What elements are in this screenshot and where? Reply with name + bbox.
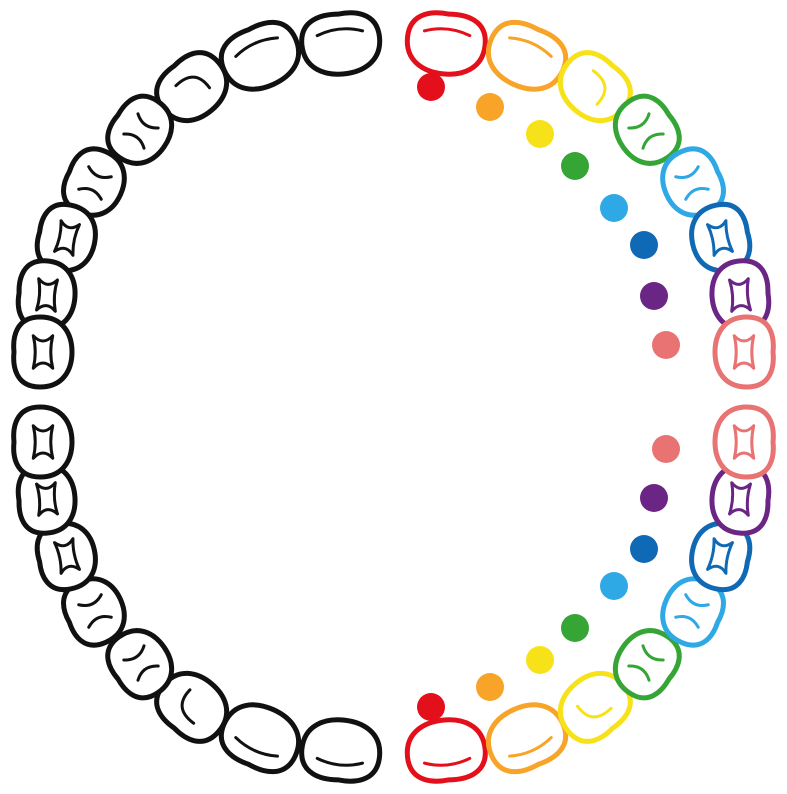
tooth-lower-left-1 (299, 716, 383, 784)
tooth-upper-left-8 (14, 317, 72, 387)
tooth-outline (14, 317, 72, 387)
tooth-outline (404, 10, 488, 78)
color-dot-lower-2 (476, 673, 504, 701)
tooth-outline (14, 407, 72, 477)
color-dot-lower-3 (526, 646, 554, 674)
tooth-lower-right-1 (404, 716, 488, 784)
color-dot-lower-8 (652, 435, 680, 463)
color-dot-lower-7 (640, 484, 668, 512)
color-dot-upper-5 (600, 194, 628, 222)
tooth-lower-right-8 (715, 407, 773, 477)
color-dot-upper-7 (640, 282, 668, 310)
tooth-outline (299, 716, 383, 784)
color-dot-lower-4 (561, 614, 589, 642)
color-dot-upper-2 (476, 93, 504, 121)
tooth-upper-right-8 (715, 317, 773, 387)
color-dot-lower-5 (600, 572, 628, 600)
tooth-upper-right-1 (404, 10, 488, 78)
color-dot-upper-8 (652, 331, 680, 359)
tooth-outline (715, 317, 773, 387)
color-dot-upper-1 (417, 73, 445, 101)
tooth-lower-left-8 (14, 407, 72, 477)
tooth-outline (299, 10, 383, 78)
color-dot-upper-6 (630, 231, 658, 259)
color-dots-group (417, 73, 680, 721)
tooth-outline (715, 407, 773, 477)
color-dot-lower-6 (630, 535, 658, 563)
color-dot-lower-1 (417, 693, 445, 721)
color-dot-upper-4 (561, 152, 589, 180)
tooth-outline (404, 716, 488, 784)
color-dot-upper-3 (526, 120, 554, 148)
tooth-upper-left-1 (299, 10, 383, 78)
teeth-group (14, 10, 774, 784)
